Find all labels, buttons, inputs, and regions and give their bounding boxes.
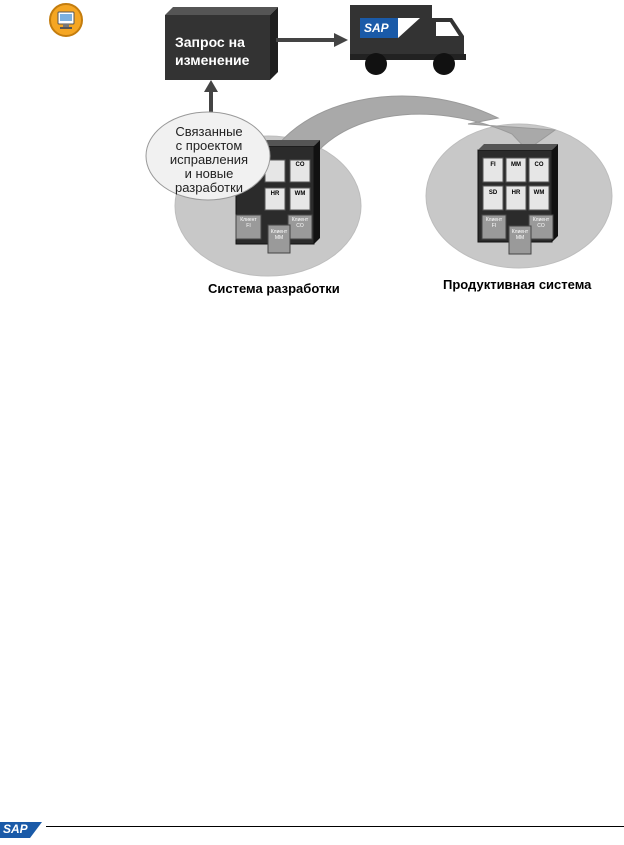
change-request-line2: изменение [175,52,250,68]
bubble-line1: Связанные [175,124,243,139]
dev-client-1-sub: FI [246,223,251,229]
transport-arrow [261,95,557,179]
prod-system-caption: Продуктивная система [443,277,592,292]
dev-client-1: Клиент FI [236,217,261,229]
dev-module-co: CO [295,162,305,168]
transport-diagram [145,5,613,277]
truck-icon [350,5,466,75]
footer-divider [46,826,624,827]
prod-client-1-label: Клиент [485,217,503,223]
change-request-box [165,7,278,80]
dev-client-3-sub: CO [296,223,304,229]
dev-client-3-label: Клиент [291,217,309,223]
dev-client-3: Клиент CO [288,217,312,229]
prod-client-3-label: Клиент [532,217,550,223]
bubble-line4: и новые [184,166,234,181]
bubble-line2: с проектом [175,138,243,153]
prod-client-3: Клиент CO [529,217,553,229]
truck-logo-text: SAP [364,21,389,35]
arrow-to-truck [276,33,348,47]
prod-module-mm: MM [511,162,521,168]
bubble-text: Связанные с проектом исправления и новые… [150,125,268,195]
dev-client-1-label: Клиент [240,217,257,223]
dev-client-2-sub: MM [274,235,284,241]
dev-module-hr: HR [270,191,280,197]
dev-client-2: Клиент MM [268,229,290,241]
prod-client-2-sub: MM [515,235,525,241]
dev-system-caption: Система разработки [208,281,340,296]
footer-sap-logo: SAP [0,820,44,840]
speech-bubble [145,111,271,201]
prod-client-2-label: Клиент [511,229,529,235]
prod-module-wm: WM [533,190,545,196]
change-request-line1: Запрос на [175,34,245,50]
dev-client-2-label: Клиент [270,229,288,235]
change-request-label: Запрос на изменение [175,33,270,69]
prod-server-rack [477,144,558,255]
bubble-line5: разработки [174,180,244,195]
presentation-icon [48,2,84,38]
prod-module-co: CO [534,162,544,168]
prod-client-1: Клиент FI [482,217,506,229]
prod-client-3-sub: CO [537,223,545,229]
dev-module-wm: WM [294,191,306,197]
truck-sap-logo [360,18,398,38]
prod-module-hr: HR [511,190,521,196]
bubble-line3: исправления [169,152,249,167]
prod-client-2: Клиент MM [509,229,531,241]
prod-client-1-sub: FI [491,223,497,229]
prod-module-fi: FI [490,162,496,168]
footer-sap-logo-text: SAP [3,822,28,836]
prod-module-sd: SD [488,190,498,196]
